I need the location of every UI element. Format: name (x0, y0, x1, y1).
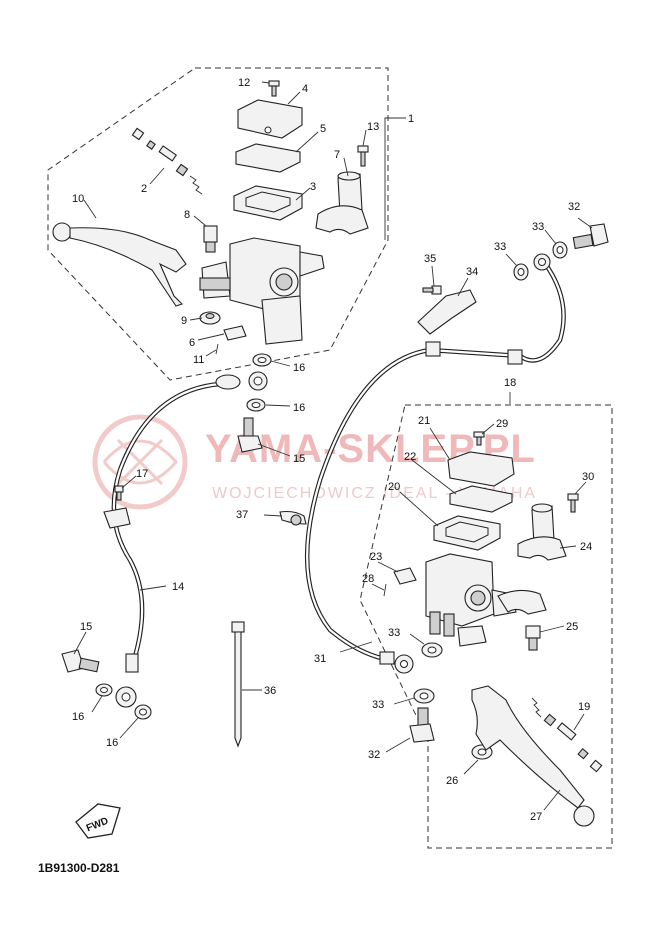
callout-8: 8 (184, 209, 190, 221)
screw-part-29 (473, 431, 485, 446)
callout-16-d: 16 (106, 737, 118, 749)
diaphragm-part-20 (433, 515, 501, 551)
callout-24: 24 (580, 541, 592, 553)
front-brake-hose-part-14 (103, 371, 268, 708)
callout-31: 31 (314, 653, 326, 665)
rear-master-cylinder-boundary (359, 404, 613, 849)
callout-labels: 12 4 5 3 7 13 1 2 10 8 9 6 11 16 16 15 1… (72, 77, 594, 823)
brake-lever-part-27 (471, 685, 595, 827)
callout-2: 2 (141, 183, 147, 195)
bolt-part-30 (567, 493, 579, 513)
callout-7: 7 (334, 149, 340, 161)
screw-part-11 (215, 343, 219, 355)
callout-33-a: 33 (532, 221, 544, 233)
bolt-part-35 (422, 285, 442, 295)
brake-switch-part-6 (223, 325, 247, 341)
leader-lines (73, 81, 593, 811)
callout-32-a: 32 (568, 201, 580, 213)
bolt-part-13 (357, 145, 369, 167)
callout-33-c: 33 (388, 627, 400, 639)
callout-22: 22 (404, 451, 416, 463)
brake-switch-part-23 (393, 567, 417, 585)
callout-27: 27 (530, 811, 542, 823)
callout-18: 18 (504, 377, 516, 389)
callout-13: 13 (367, 121, 379, 133)
screw-part-12 (268, 80, 280, 97)
washer-part-33-b (513, 263, 529, 281)
callout-37: 37 (236, 509, 248, 521)
callout-10: 10 (72, 193, 84, 205)
clamp-part-37 (279, 510, 307, 526)
callout-16-b: 16 (293, 402, 305, 414)
callout-15-a: 15 (293, 453, 305, 465)
union-bolt-part-32-a (572, 223, 609, 250)
callout-6: 6 (189, 337, 195, 349)
bracket-part-34 (417, 289, 477, 335)
callout-11: 11 (193, 354, 204, 366)
callout-21: 21 (418, 415, 430, 427)
callout-33-b: 33 (494, 241, 506, 253)
piston-kit-part-2 (131, 127, 203, 195)
screw-part-17 (114, 485, 124, 501)
pivot-bolt-part-25 (525, 625, 541, 651)
callout-35: 35 (424, 253, 436, 265)
callout-29: 29 (496, 418, 508, 430)
nut-part-9 (199, 311, 221, 325)
rear-brake-hose-part-31 (304, 253, 566, 674)
callout-25: 25 (566, 621, 578, 633)
callout-5: 5 (320, 123, 326, 135)
callout-4: 4 (302, 83, 308, 95)
callout-17: 17 (136, 468, 148, 480)
front-master-cylinder-boundary (47, 67, 389, 381)
washer-part-33-a (552, 241, 568, 259)
brake-lever-part-10 (52, 222, 187, 307)
front-master-cylinder-assembly (52, 80, 369, 355)
reservoir-cap-part-4 (237, 99, 303, 139)
washer-part-16-b (246, 398, 266, 412)
callout-1: 1 (408, 113, 414, 125)
master-cylinder-body (199, 237, 325, 345)
washer-part-16-a (252, 353, 272, 367)
callout-34: 34 (466, 266, 478, 278)
callout-16-c: 16 (72, 711, 84, 723)
callout-28: 28 (362, 573, 374, 585)
rear-master-cylinder-assembly (383, 431, 579, 651)
washer-part-16-d (134, 704, 152, 720)
callout-32-b: 32 (368, 749, 380, 761)
diaphragm-plate-part-5 (235, 143, 301, 173)
diaphragm-plate-part-22 (449, 485, 513, 513)
callout-23: 23 (370, 551, 382, 563)
callout-26: 26 (446, 775, 458, 787)
watermark-logo-icon (92, 414, 188, 510)
callout-33-d: 33 (372, 699, 384, 711)
forward-arrow-icon: FWD (75, 803, 121, 839)
callout-19: 19 (578, 701, 590, 713)
cable-tie-part-36 (231, 621, 245, 748)
rear-master-cylinder-body (425, 553, 547, 647)
pivot-bolt-part-8 (203, 225, 218, 253)
piston-kit-part-19 (531, 697, 603, 773)
callout-30: 30 (582, 471, 594, 483)
callout-3: 3 (310, 181, 316, 193)
callout-14: 14 (172, 581, 184, 593)
union-bolt-part-15-b (61, 649, 100, 673)
holder-part-7 (315, 171, 369, 235)
union-bolt-part-15-a (237, 417, 263, 453)
callout-12: 12 (238, 77, 250, 89)
union-bolt-part-32-b (409, 707, 435, 743)
washer-part-33-c (421, 642, 443, 658)
diagram-code: 1B91300-D281 (38, 861, 120, 875)
reservoir-cap-part-21 (447, 451, 515, 487)
callout-15-b: 15 (80, 621, 92, 633)
callout-16-a: 16 (293, 362, 305, 374)
callout-20: 20 (388, 481, 400, 493)
callout-36: 36 (264, 685, 276, 697)
holder-part-24 (517, 503, 567, 561)
screw-part-28 (383, 583, 387, 597)
diaphragm-part-3 (233, 185, 303, 221)
callout-9: 9 (181, 315, 187, 327)
washer-part-33-d (413, 688, 435, 704)
washer-part-16-c (95, 683, 113, 697)
